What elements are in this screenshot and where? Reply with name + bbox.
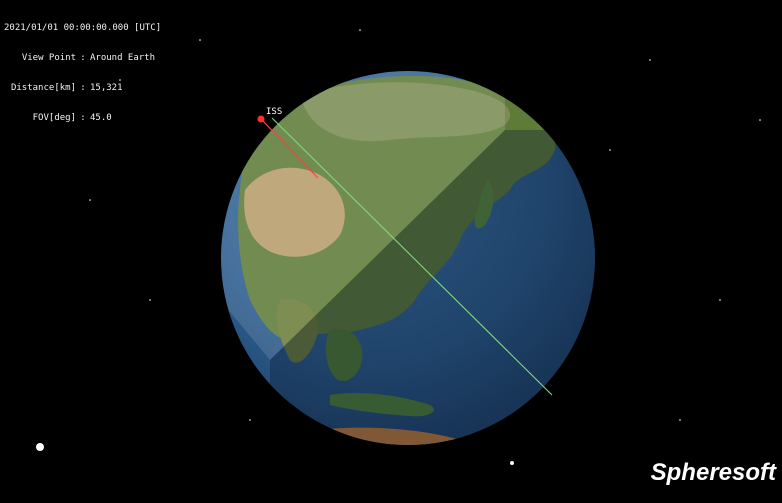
hud-overlay: 2021/01/01 00:00:00.000 [UTC] View Point… [4,3,161,143]
hud-datetime: 2021/01/01 00:00:00.000 [UTC] [4,23,162,33]
hud-key: FOV[deg] [32,113,76,123]
star [679,419,681,421]
landmass-australia [320,427,460,445]
hud-key: Distance[km] [10,83,76,93]
star [649,59,651,61]
landmass-japan [474,180,494,229]
star [199,39,201,41]
landmass-siberia [300,82,511,142]
day-side [221,71,505,360]
star [249,419,251,421]
ground-track-line [271,117,553,396]
hud-value: 15,321 [90,83,123,93]
hud-separator: : [80,53,86,63]
iss-satellite-marker[interactable] [257,115,265,123]
star [149,299,151,301]
hud-row-distance: Distance[km]:15,321 [4,83,161,93]
landmass-india [277,299,319,363]
hud-key: View Point [21,53,76,63]
landmass-indonesia [330,393,434,417]
orbit-line [261,119,319,179]
landmass-desert [244,167,345,257]
star [510,461,514,465]
hud-value: 45.0 [90,113,112,123]
star [359,29,361,31]
hud-row-fov: FOV[deg]:45.0 [4,113,161,123]
satellite-label[interactable]: ISS [266,107,283,117]
star [719,299,721,301]
star [609,149,611,151]
earth-globe[interactable] [220,70,620,460]
star [89,199,91,201]
brand-watermark: Spheresoft [650,459,776,486]
night-side [270,130,595,445]
landmass-southeast-asia [325,328,363,381]
star [759,119,761,121]
hud-separator: : [80,83,86,93]
hud-separator: : [80,113,86,123]
bright-star [36,443,44,451]
star [119,79,121,81]
landmass-asia [238,75,556,341]
starfield [36,29,761,465]
hud-row-view-point: View Point: Around Earth [4,53,161,63]
hud-value: Around Earth [90,53,156,63]
